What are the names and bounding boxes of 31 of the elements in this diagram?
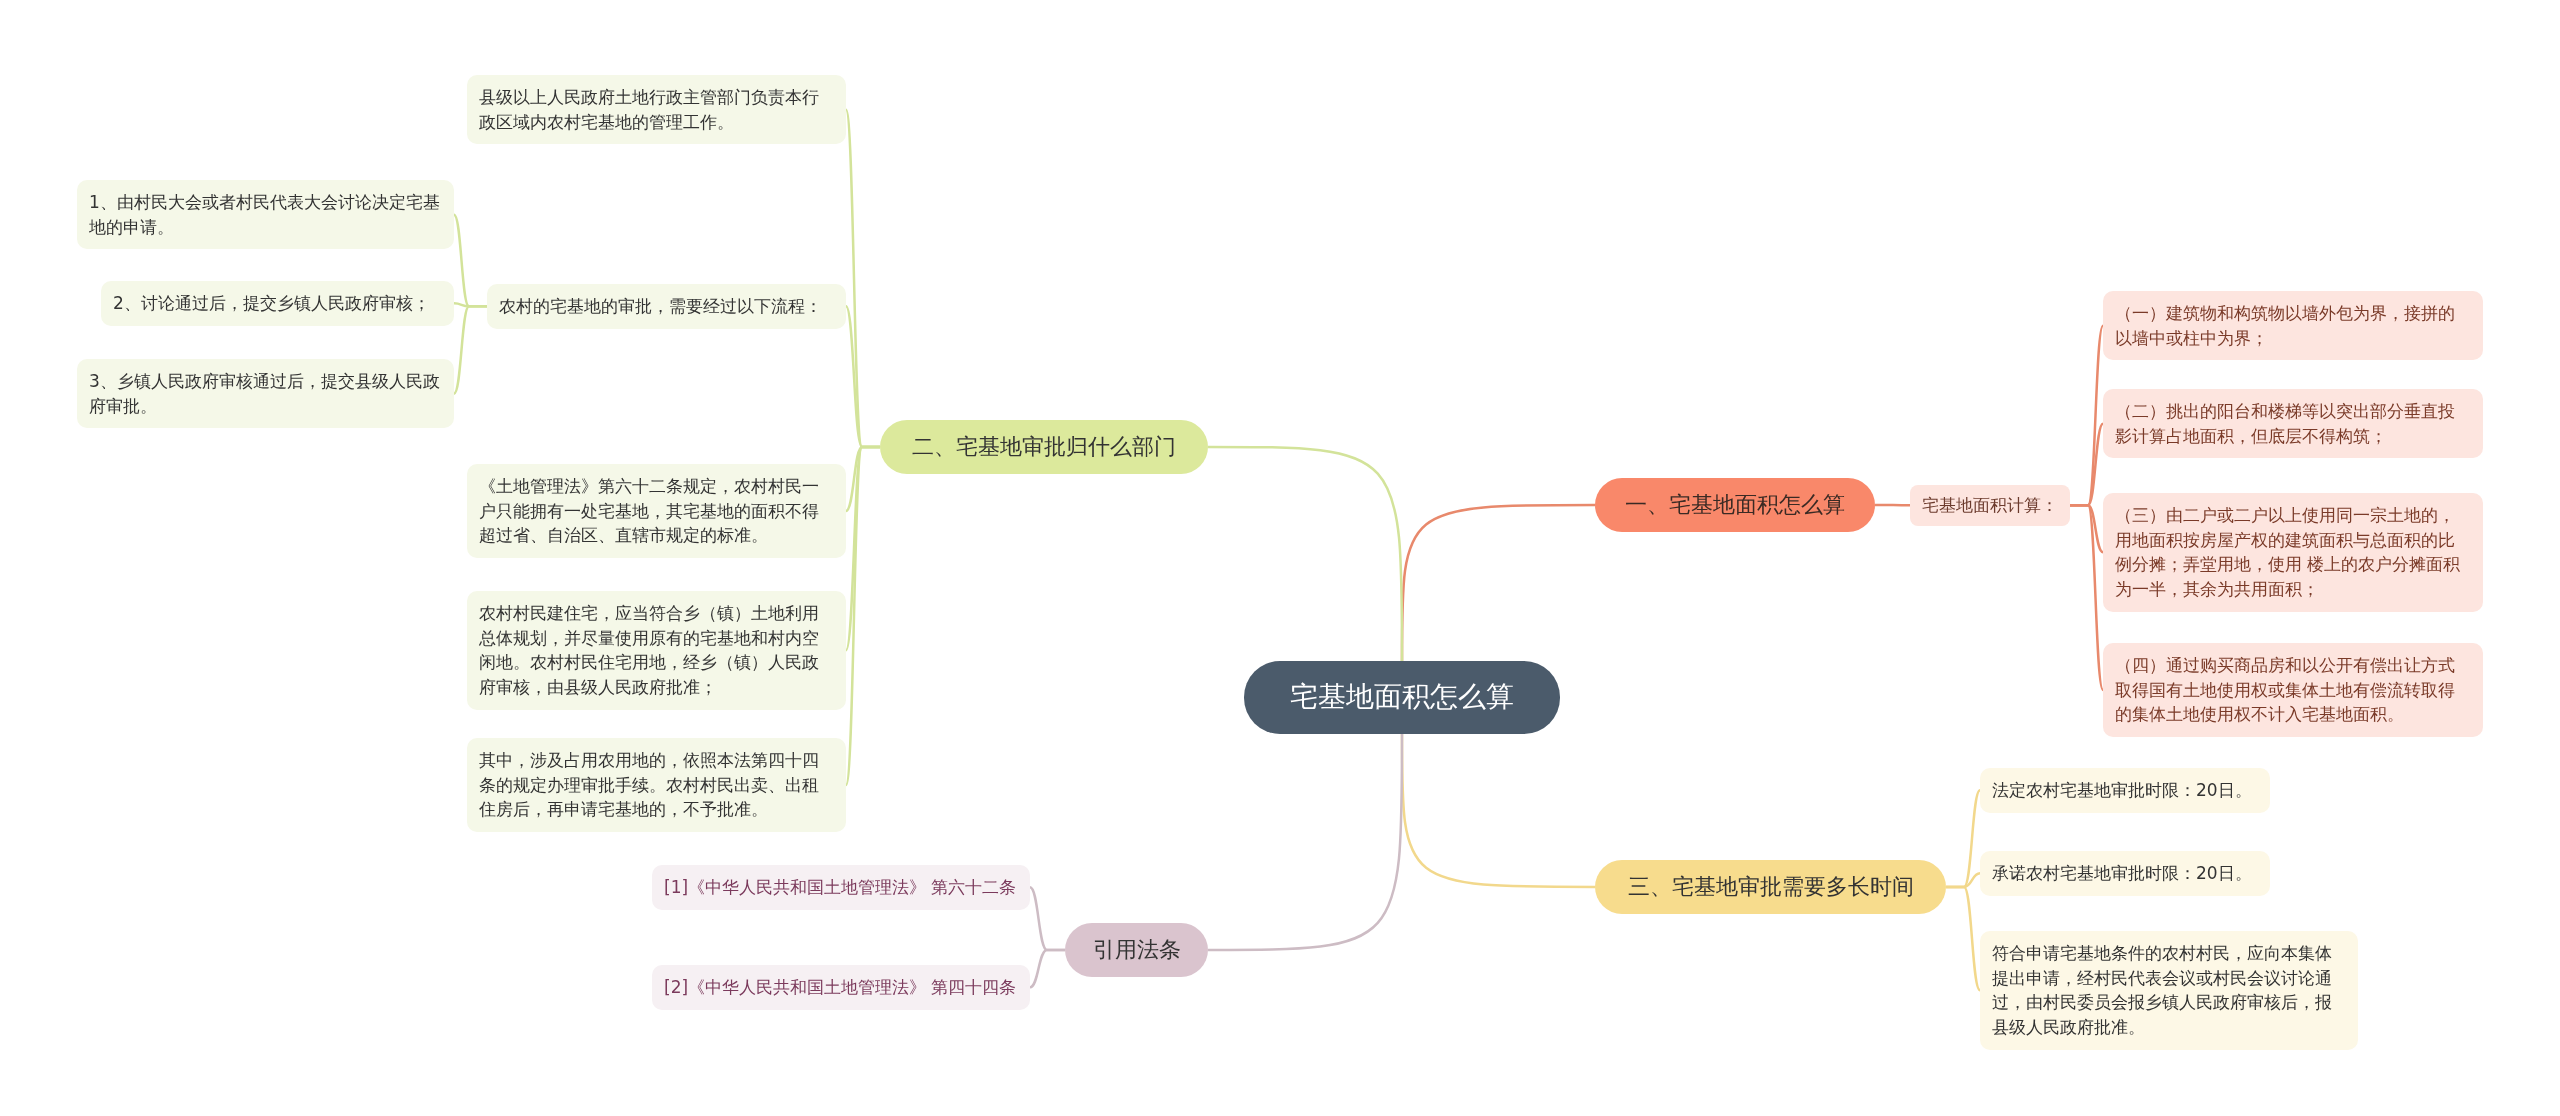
reference-note: [1]《中华人民共和国土地管理法》 第六十二条	[652, 865, 1030, 910]
subtopic: 1、由村民大会或者村民代表大会讨论决定宅基地的申请。	[77, 180, 454, 250]
connector	[844, 445, 880, 786]
branch-topic: 一、宅基地面积怎么算	[1595, 478, 1875, 532]
subtopic: 2、讨论通过后，提交乡镇人民政府审核；	[101, 281, 454, 326]
subtopic: 农村村民建住宅，应当符合乡（镇）土地利用总体规划，并尽量使用原有的宅基地和村内空闲地。农村村民住宅用地，经乡（镇）人民政府审核，由县级人民政府批准；	[467, 591, 846, 710]
subtopic: 法定农村宅基地审批时限：20日。	[1980, 768, 2270, 813]
subtopic: 农村的宅基地的审批，需要经过以下流程：	[487, 284, 846, 329]
connector	[1208, 445, 1404, 661]
subtopic: （三）由二户或二户以上使用同一宗土地的，用地面积按房屋产权的建筑面积与总面积的比例分摊；弄堂用地，使用 楼上的农户分摊面积为一半，其余为共用面积；	[2103, 493, 2483, 612]
connector	[1946, 885, 1981, 992]
central-topic: 宅基地面积怎么算	[1244, 661, 1560, 734]
branch-topic: 三、宅基地审批需要多长时间	[1595, 860, 1946, 914]
reference-note: [2]《中华人民共和国土地管理法》 第四十四条	[652, 965, 1030, 1010]
subtopic: 3、乡镇人民政府审核通过后，提交县级人民政府审批。	[77, 359, 454, 429]
subtopic: 县级以上人民政府土地行政主管部门负责本行政区域内农村宅基地的管理工作。	[467, 75, 846, 145]
subtopic: 其中，涉及占用农用地的，依照本法第四十四条的规定办理审批手续。农村村民出卖、出租住房后，再申请宅基地的，不予批准。	[467, 738, 846, 832]
branch-topic: 二、宅基地审批归什么部门	[880, 420, 1208, 474]
subtopic: 宅基地面积计算：	[1910, 485, 2070, 526]
connector	[2070, 504, 2105, 691]
subtopic: （二）挑出的阳台和楼梯等以突出部分垂直投影计算占地面积，但底层不得构筑；	[2103, 389, 2483, 459]
subtopic: （一）建筑物和构筑物以墙外包为界，接拼的以墙中或柱中为界；	[2103, 291, 2483, 361]
subtopic: 符合申请宅基地条件的农村村民，应向本集体提出申请，经村民代表会议或村民会议讨论通过，由村民委员会报乡镇人民政府审核后，报县级人民政府批准。	[1980, 931, 2358, 1050]
connector	[1029, 948, 1065, 989]
connector	[1208, 733, 1404, 952]
connector	[453, 305, 487, 395]
subtopic: （四）通过购买商品房和以公开有偿出让方式取得国有土地使用权或集体土地有偿流转取得的集体土地使用权不计入宅基地面积。	[2103, 643, 2483, 737]
branch-topic: 引用法条	[1065, 923, 1208, 977]
connector	[1875, 503, 1910, 507]
subtopic: 《土地管理法》第六十二条规定，农村村民一户只能拥有一处宅基地，其宅基地的面积不得超过省、自治区、直辖市规定的标准。	[467, 464, 846, 558]
subtopic: 承诺农村宅基地审批时限：20日。	[1980, 851, 2270, 896]
